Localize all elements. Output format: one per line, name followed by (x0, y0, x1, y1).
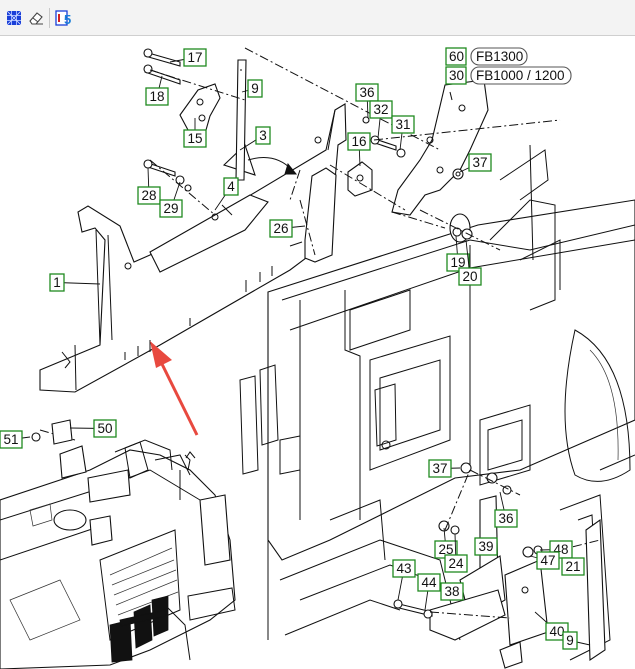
bolt-32-washer-31 (362, 116, 406, 158)
callout-part-3[interactable]: 3 (255, 126, 271, 145)
column-part-26 (289, 167, 337, 263)
callout-part-31[interactable]: 31 (391, 115, 415, 134)
callout-label: 39 (478, 539, 493, 554)
callout-part-39[interactable]: 39 (474, 537, 498, 556)
callout-part-37[interactable]: 37 (468, 153, 492, 172)
callout-part-51[interactable]: 51 (0, 430, 23, 449)
callout-label: 21 (565, 559, 580, 574)
callout-part-44[interactable]: 44 (417, 573, 441, 592)
callout-part-16[interactable]: 16 (347, 132, 371, 151)
callout-label: 32 (373, 102, 388, 117)
callout-label: 4 (227, 179, 235, 194)
callout-label: 43 (396, 561, 411, 576)
callout-part-26[interactable]: 26 (269, 219, 293, 238)
callout-label: 38 (444, 584, 459, 599)
machine-frame (239, 144, 635, 661)
callout-label: 1 (53, 275, 61, 290)
callout-part-32[interactable]: 32 (369, 100, 393, 119)
toolbar: 5 (0, 0, 635, 36)
nut-part-37-upper (452, 168, 464, 180)
callout-part-25[interactable]: 25 (434, 540, 458, 559)
callout-label: 26 (273, 221, 288, 236)
callout-label: 29 (163, 201, 178, 216)
callout-label: 25 (438, 542, 453, 557)
callout-part-20[interactable]: 20 (458, 267, 482, 286)
callout-part-9[interactable]: 9 (562, 631, 578, 650)
machine-overview (0, 419, 236, 669)
callout-label: 37 (472, 155, 487, 170)
callout-part-47[interactable]: 47 (536, 551, 560, 570)
variant-label-60: 60 FB1300 (445, 47, 528, 66)
callout-part-43[interactable]: 43 (392, 559, 416, 578)
callout-part-21[interactable]: 21 (561, 557, 585, 576)
callout-label: 9 (566, 633, 574, 648)
eraser-icon[interactable] (27, 9, 45, 27)
red-pointer-arrow (150, 341, 199, 436)
callout-part-28[interactable]: 28 (137, 186, 161, 205)
washers-19-20 (449, 213, 473, 243)
callout-label: 50 (97, 421, 112, 436)
callout-label: 3 (259, 128, 267, 143)
rotation-arrow (247, 157, 298, 175)
callout-part-1[interactable]: 1 (49, 273, 65, 292)
bolts-17-18 (143, 48, 181, 85)
callout-label: 36 (359, 85, 374, 100)
plate-part-15 (179, 83, 221, 131)
callout-label: 18 (149, 89, 164, 104)
callout-label: 28 (141, 188, 156, 203)
svg-text:60: 60 (449, 49, 464, 64)
callout-part-24[interactable]: 24 (444, 554, 468, 573)
callout-part-9[interactable]: 9 (247, 79, 263, 98)
bracket-part-30-60 (391, 79, 489, 216)
callout-part-15[interactable]: 15 (183, 129, 207, 148)
block-part-16 (347, 161, 373, 197)
callout-part-36[interactable]: 36 (355, 83, 379, 102)
callout-label: 51 (3, 432, 18, 447)
blue-grid-icon[interactable] (5, 9, 23, 27)
toolbar-separator (49, 8, 50, 28)
callout-label: 36 (498, 511, 513, 526)
callout-label: 16 (351, 134, 366, 149)
svg-text:FB1300: FB1300 (476, 49, 523, 64)
callout-label: 40 (549, 624, 564, 639)
variant-label-30: 30 FB1000 / 1200 (445, 66, 572, 85)
svg-text:5: 5 (64, 12, 71, 27)
plate-part-4 (149, 194, 269, 273)
callout-label: 31 (395, 117, 410, 132)
callout-part-38[interactable]: 38 (440, 582, 464, 601)
callout-label: 37 (432, 461, 447, 476)
rod-part-9 (235, 59, 247, 181)
svg-text:30: 30 (449, 68, 464, 83)
callout-label: 44 (421, 575, 437, 590)
callout-label: 9 (251, 81, 259, 96)
callout-part-4[interactable]: 4 (223, 177, 239, 196)
exploded-parts-drawing: 60 FB1300 30 FB1000 / 1200 17 18 9 15 3 36 32 3… (0, 47, 635, 669)
callout-part-50[interactable]: 50 (93, 419, 117, 438)
callout-label: 15 (187, 131, 202, 146)
callout-part-19[interactable]: 19 (446, 253, 470, 272)
callout-part-17[interactable]: 17 (183, 48, 207, 67)
callout-label: 47 (540, 553, 555, 568)
callout-label: 20 (462, 269, 477, 284)
callout-part-29[interactable]: 29 (159, 199, 183, 218)
svg-text:FB1000 / 1200: FB1000 / 1200 (476, 68, 565, 83)
callout-label: 17 (187, 50, 202, 65)
callout-part-37[interactable]: 37 (428, 459, 452, 478)
number-5-icon[interactable]: 5 (55, 9, 73, 27)
lower-mount-parts (393, 462, 606, 669)
callout-part-18[interactable]: 18 (145, 87, 169, 106)
callout-label: 19 (450, 255, 465, 270)
callout-label: 24 (448, 556, 464, 571)
callout-part-36[interactable]: 36 (494, 509, 518, 528)
